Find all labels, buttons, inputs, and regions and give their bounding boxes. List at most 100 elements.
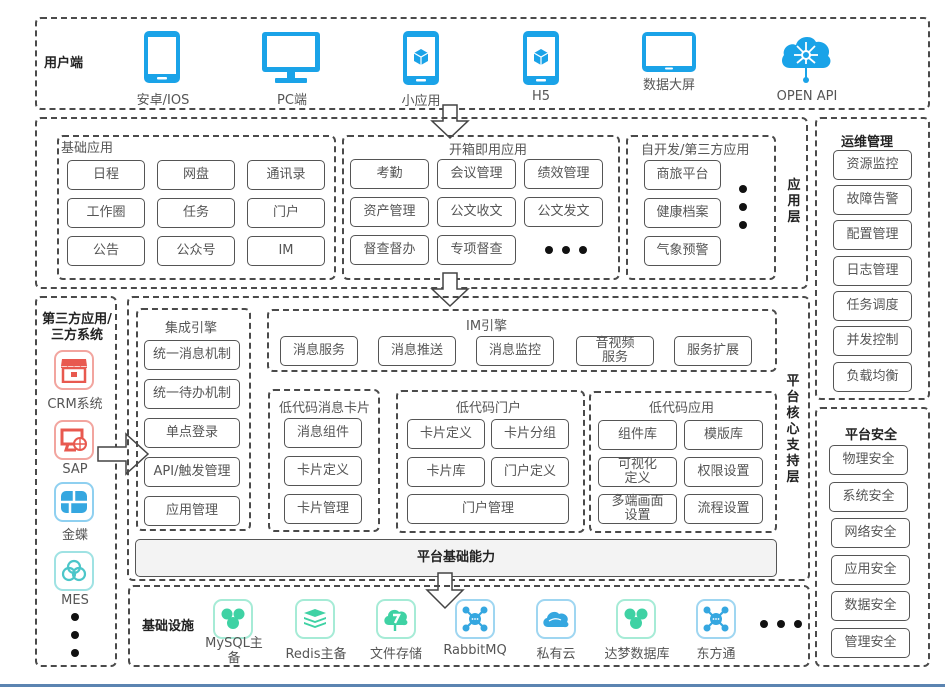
app-weather[interactable]: 气象预警 xyxy=(644,236,721,266)
app-im[interactable]: IM xyxy=(247,236,325,266)
ops-resource-monitor[interactable]: 资源监控 xyxy=(833,150,912,180)
app-assets[interactable]: 资产管理 xyxy=(350,197,429,227)
ops-fault-alert[interactable]: 故障告警 xyxy=(833,185,912,215)
redis-stack-icon xyxy=(295,599,335,639)
app-attendance[interactable]: 考勤 xyxy=(350,159,429,189)
unified-message[interactable]: 统一消息机制 xyxy=(144,340,240,370)
app-schedule[interactable]: 日程 xyxy=(67,160,145,190)
system-label-sap: SAP xyxy=(62,462,88,477)
card-definition[interactable]: 卡片定义 xyxy=(284,456,362,486)
ready-apps-group xyxy=(342,135,620,280)
app-netdisk[interactable]: 网盘 xyxy=(157,160,235,190)
basic-apps-title: 基础应用 xyxy=(61,141,114,156)
ops-task-scheduling[interactable]: 任务调度 xyxy=(833,291,912,321)
portal-definition[interactable]: 门户定义 xyxy=(491,457,569,487)
infra-label-rabbitmq: RabbitMQ xyxy=(443,643,507,658)
single-sign-on[interactable]: 单点登录 xyxy=(144,418,240,448)
lowcode-card-group xyxy=(268,389,380,532)
app-doc-receive[interactable]: 公文收文 xyxy=(437,197,516,227)
store-icon xyxy=(54,350,94,390)
im-engine-group xyxy=(267,309,777,372)
permission-settings[interactable]: 权限设置 xyxy=(684,457,763,487)
im-message-service[interactable]: 消息服务 xyxy=(280,336,358,366)
more-dots-vertical-icon xyxy=(71,613,79,657)
core-layer-label: 平台核心支持层 xyxy=(786,374,800,485)
app-travel[interactable]: 商旅平台 xyxy=(644,160,721,190)
app-work-circle[interactable]: 工作圈 xyxy=(67,198,145,228)
app-layer xyxy=(35,117,808,289)
app-layer-label: 应用层 xyxy=(787,178,801,225)
lowcode-card-title: 低代码消息卡片 xyxy=(279,401,371,416)
security-network[interactable]: 网络安全 xyxy=(831,518,910,548)
im-av-service[interactable]: 音视频服务 xyxy=(576,336,654,366)
im-message-monitor[interactable]: 消息监控 xyxy=(476,336,554,366)
ops-concurrency-control[interactable]: 并发控制 xyxy=(833,326,912,356)
multi-terminal-settings[interactable]: 多端画面设置 xyxy=(598,494,677,524)
visual-definition[interactable]: 可视化定义 xyxy=(598,457,677,487)
infra-label-mysql: MySQL主备 xyxy=(205,636,263,666)
system-label-crm: CRM系统 xyxy=(47,397,103,412)
client-label-h5: H5 xyxy=(531,89,551,104)
ops-config-mgmt[interactable]: 配置管理 xyxy=(833,220,912,250)
integration-engine-group xyxy=(136,308,251,531)
security-management[interactable]: 管理安全 xyxy=(831,628,910,658)
app-special-supervision[interactable]: 专项督查 xyxy=(437,235,516,265)
lowcode-app-group xyxy=(589,391,777,533)
dm-database-icon xyxy=(616,599,656,639)
api-trigger-mgmt[interactable]: API/触发管理 xyxy=(144,457,240,487)
app-supervision[interactable]: 督查督办 xyxy=(350,235,429,265)
message-component[interactable]: 消息组件 xyxy=(284,418,362,448)
integration-engine-title: 集成引擎 xyxy=(165,321,218,336)
private-cloud-icon xyxy=(536,599,576,639)
portal-management[interactable]: 门户管理 xyxy=(407,494,569,524)
portal-card-group[interactable]: 卡片分组 xyxy=(491,419,569,449)
card-management[interactable]: 卡片管理 xyxy=(284,494,362,524)
im-service-extension[interactable]: 服务扩展 xyxy=(674,336,752,366)
app-performance[interactable]: 绩效管理 xyxy=(524,159,603,189)
smartphone-icon xyxy=(143,30,181,88)
im-engine-title: IM引擎 xyxy=(466,319,508,334)
app-notice[interactable]: 公告 xyxy=(67,236,145,266)
unified-todo[interactable]: 统一待办机制 xyxy=(144,379,240,409)
cloud-rings-icon xyxy=(54,551,94,591)
ops-panel xyxy=(815,117,930,400)
app-mgmt[interactable]: 应用管理 xyxy=(144,496,240,526)
ready-apps-title: 开箱即用应用 xyxy=(449,143,528,158)
app-official-account[interactable]: 公众号 xyxy=(157,236,235,266)
ops-load-balancing[interactable]: 负载均衡 xyxy=(833,362,912,392)
client-label-pc: PC端 xyxy=(277,93,307,108)
portal-card-library[interactable]: 卡片库 xyxy=(407,457,485,487)
mini-app-phone-icon xyxy=(402,30,440,90)
database-cluster-icon xyxy=(213,599,253,639)
security-application[interactable]: 应用安全 xyxy=(831,555,910,585)
third-party-apps-group xyxy=(626,135,776,280)
more-dots-vertical-icon xyxy=(739,185,747,229)
more-dots-icon xyxy=(760,620,802,628)
template-library[interactable]: 模版库 xyxy=(684,420,763,450)
app-doc-send[interactable]: 公文发文 xyxy=(524,197,603,227)
cloud-storage-icon xyxy=(376,599,416,639)
platform-foundation-bar[interactable]: 平台基础能力 xyxy=(135,539,777,577)
app-meeting[interactable]: 会议管理 xyxy=(437,159,516,189)
ops-log-mgmt[interactable]: 日志管理 xyxy=(833,256,912,286)
user-layer-label: 用户端 xyxy=(44,56,84,71)
security-physical[interactable]: 物理安全 xyxy=(829,445,908,475)
infra-label-file-storage: 文件存储 xyxy=(369,647,422,662)
ops-title: 运维管理 xyxy=(841,135,894,150)
client-label-mini-app: 小应用 xyxy=(401,94,441,109)
middleware-hub-icon xyxy=(696,599,736,639)
app-tasks[interactable]: 任务 xyxy=(157,198,235,228)
security-data[interactable]: 数据安全 xyxy=(831,591,910,621)
workflow-settings[interactable]: 流程设置 xyxy=(684,494,763,524)
component-library[interactable]: 组件库 xyxy=(598,420,677,450)
app-portal[interactable]: 门户 xyxy=(247,198,325,228)
grid-window-icon xyxy=(54,482,94,522)
security-system[interactable]: 系统安全 xyxy=(829,482,908,512)
third-party-apps-title: 自开发/第三方应用 xyxy=(641,143,750,158)
app-contacts[interactable]: 通讯录 xyxy=(247,160,325,190)
portal-card-definition[interactable]: 卡片定义 xyxy=(407,419,485,449)
cloud-api-icon xyxy=(778,30,834,90)
security-panel xyxy=(815,407,930,667)
im-message-push[interactable]: 消息推送 xyxy=(378,336,456,366)
app-health[interactable]: 健康档案 xyxy=(644,198,721,228)
